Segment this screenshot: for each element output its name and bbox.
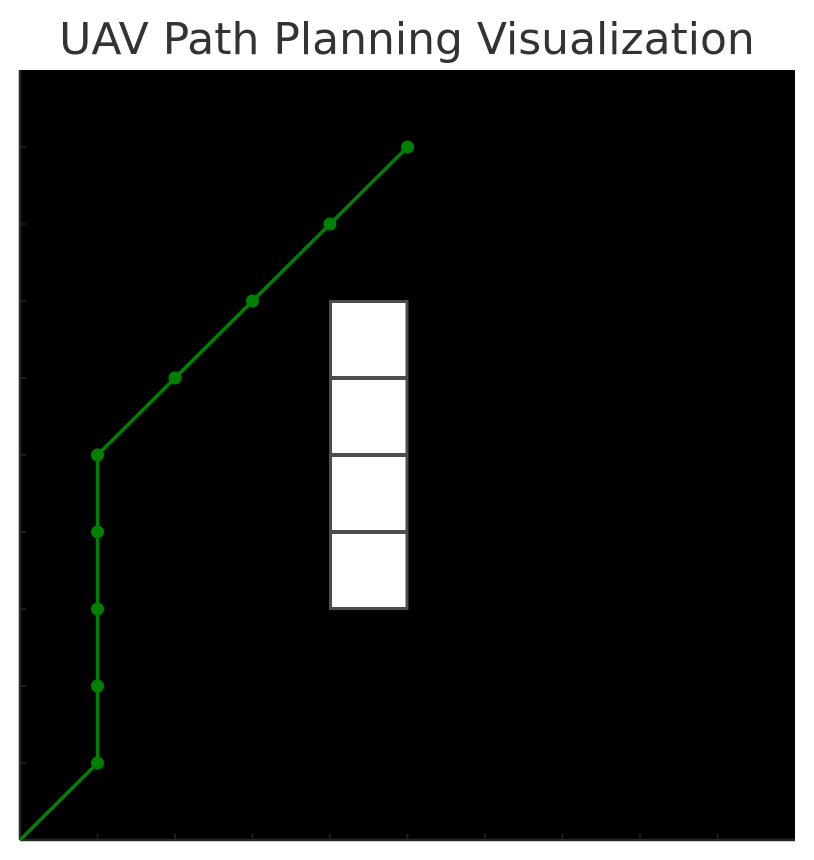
path-waypoint-5: [91, 448, 104, 462]
obstacle-cell-2: [329, 377, 409, 456]
obstacle-cell-3: [329, 300, 409, 379]
obstacle-cell-0: [329, 531, 409, 610]
path-layer: [18, 140, 414, 842]
path-waypoint-4: [91, 525, 104, 539]
path-waypoint-3: [91, 602, 104, 616]
chart-title: UAV Path Planning Visualization: [59, 14, 755, 65]
path-waypoint-9: [401, 140, 414, 154]
path-waypoint-8: [323, 217, 337, 231]
axes-layer: [18, 70, 795, 842]
path-line: [18, 145, 409, 842]
path-waypoint-7: [246, 294, 259, 308]
path-waypoint-6: [168, 371, 182, 385]
path-waypoint-1: [91, 756, 104, 770]
obstacle-cell-1: [329, 454, 409, 533]
path-waypoint-2: [91, 679, 104, 693]
obstacles-layer: [329, 300, 409, 610]
